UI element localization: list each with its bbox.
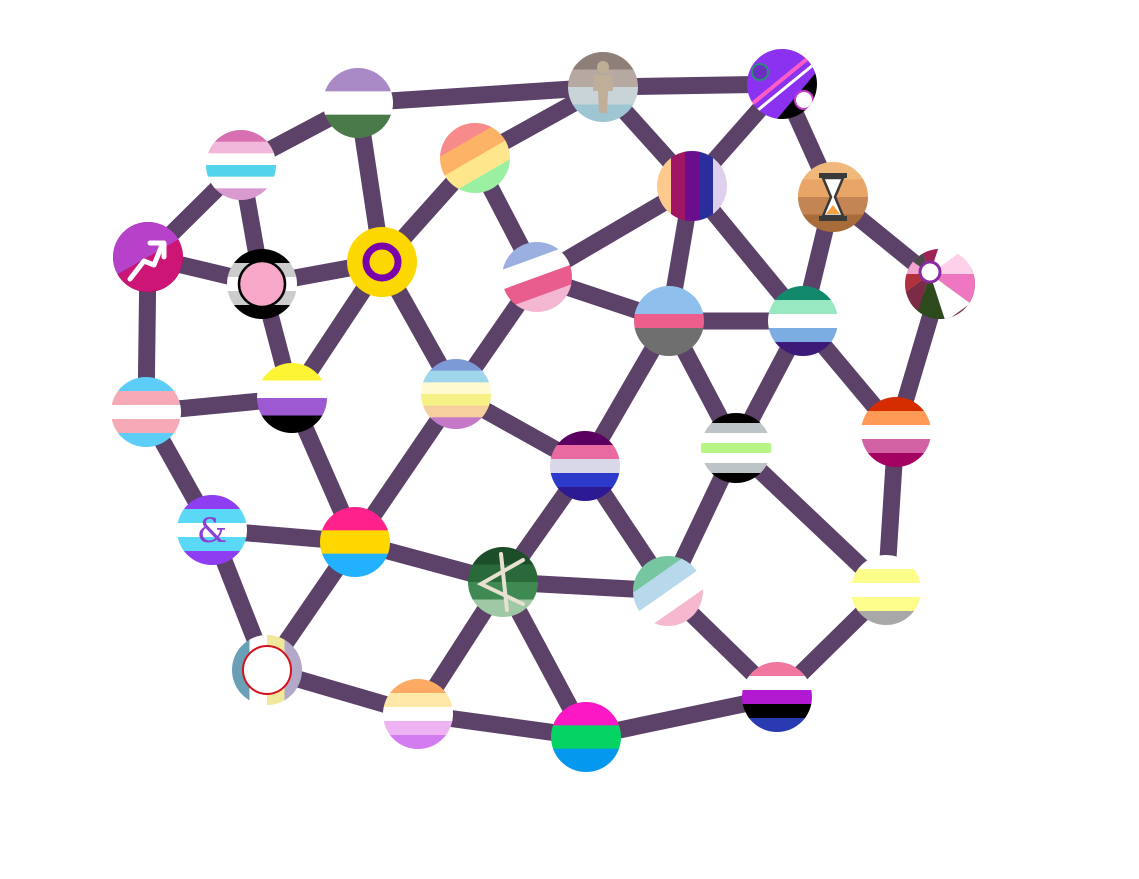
circle-outline-icon	[237, 259, 287, 309]
flag-green-arrowhead[interactable]	[468, 547, 538, 618]
flag-genderfluid-vertical-purple[interactable]	[657, 151, 728, 221]
flag-rainbow-diagonal[interactable]	[399, 82, 552, 235]
hourglass-icon	[819, 173, 847, 221]
flag-pink-purple-black-blue[interactable]	[742, 662, 812, 733]
flag-blue-pink-grey[interactable]	[634, 286, 704, 357]
flag-red-circle-vertical[interactable]	[232, 635, 303, 705]
svg-text:&: &	[197, 511, 227, 551]
person-silhouette-icon	[593, 61, 613, 113]
ring-icon	[362, 242, 402, 282]
flag-pink-white-blue-pink[interactable]	[206, 130, 276, 201]
circle-red-outline-icon	[242, 645, 292, 695]
flag-bisexual-pink-green-blue[interactable]	[551, 702, 621, 773]
flag-magenta-black-arrow[interactable]	[66, 175, 230, 339]
flag-trans-blue-pink-white[interactable]	[111, 377, 181, 448]
arrowhead-symbol-icon	[476, 552, 525, 612]
flag-aromantic-green-white-lilac[interactable]	[323, 68, 393, 139]
flag-pastel-diagonal-blue-pink[interactable]	[465, 205, 609, 349]
flag-yellow-grey-white[interactable]	[851, 555, 921, 626]
arrow-icon	[113, 222, 183, 292]
flag-teal-white-blue[interactable]	[768, 286, 838, 357]
flag-pastel-blue-yellow-pink[interactable]	[421, 359, 491, 430]
flag-orange-yellow-lilac[interactable]	[383, 679, 453, 750]
flag-ampersand-blue-purple[interactable]: &	[177, 495, 247, 566]
flag-mixed-diagonal-stripe-dark[interactable]	[568, 52, 638, 123]
flag-intersex-yellow-purple-ring[interactable]	[347, 227, 417, 298]
flag-lesbian-orange-pink[interactable]	[861, 397, 931, 468]
flag-pink-circle-grey-border[interactable]	[227, 249, 297, 320]
ampersand-icon: &	[197, 511, 227, 551]
flag-bigender-pink-purple-blue[interactable]	[550, 431, 620, 502]
edge-n1-n2	[349, 78, 612, 112]
flag-grey-diagonal-pastel[interactable]	[590, 513, 746, 669]
flag-hourglass-tan[interactable]	[798, 162, 868, 233]
diagonal-stripes-icon	[750, 57, 814, 112]
flag-pansexual-pink-yellow-blue[interactable]	[320, 507, 390, 578]
flag-agender-black-grey-green[interactable]	[701, 413, 771, 484]
flag-nonbinary-yellow-white-purple-black[interactable]	[257, 363, 327, 434]
